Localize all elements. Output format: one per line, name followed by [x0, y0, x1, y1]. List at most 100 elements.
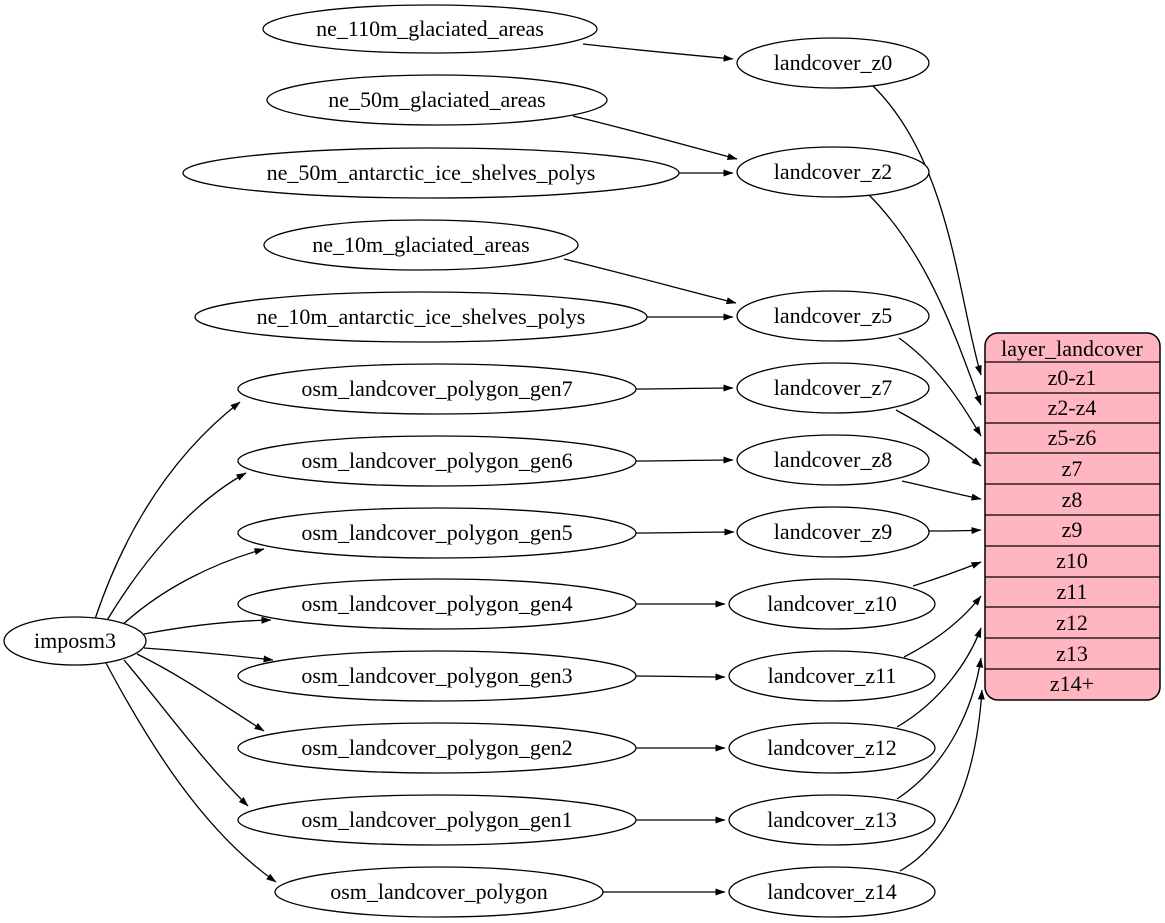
ne-10m-antarctic-ice-shelves-polys-label: ne_10m_antarctic_ice_shelves_polys [257, 304, 586, 329]
landcover-z2-label: landcover_z2 [774, 159, 893, 184]
node-osm-landcover-polygon-gen4: osm_landcover_polygon_gen4 [237, 578, 637, 630]
landcover-z0-ellipse [736, 37, 930, 89]
landcover-z7-label: landcover_z7 [774, 375, 893, 400]
osm-landcover-polygon-gen5-ellipse [237, 507, 637, 559]
layer-table-row-z13: z13 [1056, 641, 1088, 666]
landcover-z8-label: landcover_z8 [774, 447, 893, 472]
osm-landcover-polygon-gen1-ellipse [237, 794, 637, 846]
landcover-z13-ellipse [728, 794, 936, 846]
layer-table-row-z2-z4: z2-z4 [1048, 395, 1097, 420]
landcover-z10-ellipse [728, 578, 936, 630]
layer-table-row-z10: z10 [1056, 548, 1088, 573]
imposm3-label: imposm3 [34, 628, 116, 653]
node-landcover-z0: landcover_z0 [736, 37, 930, 89]
edge-ne50m-glac-to-z2 [572, 115, 738, 160]
edge-imposm3-to-gen3 [143, 647, 274, 663]
layer-landcover-table: layer_landcover z0-z1 z2-z4 z5-z6 z7 z8 … [984, 332, 1161, 701]
node-osm-landcover-polygon-gen1: osm_landcover_polygon_gen1 [237, 794, 637, 846]
ne-110m-glaciated-areas-label: ne_110m_glaciated_areas [316, 16, 544, 41]
ne-50m-glaciated-areas-label: ne_50m_glaciated_areas [328, 87, 545, 112]
osm-landcover-polygon-gen4-label: osm_landcover_polygon_gen4 [301, 591, 572, 616]
landcover-z12-label: landcover_z12 [767, 735, 897, 760]
edge-z10-to-row-z10 [912, 561, 982, 587]
ne-50m-antarctic-ice-shelves-polys-ellipse [182, 147, 680, 199]
osm-landcover-polygon-gen5-label: osm_landcover_polygon_gen5 [301, 520, 572, 545]
landcover-z2-ellipse [736, 146, 930, 198]
edge-z0-to-row-z0-z1 [871, 84, 982, 376]
ne-10m-antarctic-ice-shelves-polys-ellipse [194, 291, 648, 343]
node-landcover-z2: landcover_z2 [736, 146, 930, 198]
edge-imposm3-to-gen1 [123, 659, 249, 807]
node-landcover-z9: landcover_z9 [736, 506, 930, 558]
edge-imposm3-to-gen7 [94, 401, 241, 620]
edge-imposm3-to-gen6 [105, 472, 247, 623]
layer-table-header: layer_landcover [1001, 336, 1143, 361]
edge-gen3-to-z11 [635, 673, 726, 681]
node-ne-50m-glaciated-areas: ne_50m_glaciated_areas [266, 74, 608, 126]
landcover-z8-ellipse [736, 434, 930, 486]
node-landcover-z14: landcover_z14 [728, 866, 936, 918]
landcover-z11-ellipse [728, 650, 936, 702]
node-landcover-z11: landcover_z11 [728, 650, 936, 702]
edge-ne10m-glac-to-z5 [563, 258, 737, 305]
osm-landcover-polygon-gen7-label: osm_landcover_polygon_gen7 [301, 376, 572, 401]
node-ne-50m-antarctic-ice-shelves-polys: ne_50m_antarctic_ice_shelves_polys [182, 147, 680, 199]
landcover-z13-label: landcover_z13 [767, 807, 897, 832]
edge-z2-to-row-z2-z4 [866, 192, 982, 406]
layer-table-row-z12: z12 [1056, 610, 1088, 635]
node-osm-landcover-polygon-gen6: osm_landcover_polygon_gen6 [237, 435, 637, 487]
osm-landcover-polygon-gen2-ellipse [237, 722, 637, 774]
edge-z8-to-row-z8 [901, 480, 982, 501]
layer-table-row-z0-z1: z0-z1 [1048, 365, 1097, 390]
landcover-z11-label: landcover_z11 [768, 663, 897, 688]
edge-z13-to-row-z13 [896, 657, 984, 800]
node-landcover-z10: landcover_z10 [728, 578, 936, 630]
ne-10m-glaciated-areas-label: ne_10m_glaciated_areas [312, 232, 529, 257]
node-landcover-z12: landcover_z12 [728, 722, 936, 774]
edges-layer [94, 43, 985, 896]
landcover-z12-ellipse [728, 722, 936, 774]
landcover-z0-label: landcover_z0 [774, 50, 893, 75]
node-osm-landcover-polygon-gen7: osm_landcover_polygon_gen7 [237, 363, 637, 415]
landcover-z5-label: landcover_z5 [774, 303, 893, 328]
osm-landcover-polygon-gen3-ellipse [237, 650, 637, 702]
ne-50m-antarctic-ice-shelves-polys-label: ne_50m_antarctic_ice_shelves_polys [267, 160, 596, 185]
osm-landcover-polygon-gen4-ellipse [237, 578, 637, 630]
layer-table-row-z7: z7 [1062, 456, 1083, 481]
edge-imposm3-to-gen4 [143, 616, 272, 635]
osm-landcover-polygon-gen7-ellipse [237, 363, 637, 415]
ne-50m-glaciated-areas-ellipse [266, 74, 608, 126]
node-landcover-z8: landcover_z8 [736, 434, 930, 486]
landcover-z14-ellipse [728, 866, 936, 918]
node-osm-landcover-polygon-gen3: osm_landcover_polygon_gen3 [237, 650, 637, 702]
landcover-z9-label: landcover_z9 [774, 519, 893, 544]
edge-gen7-to-z7 [635, 384, 734, 392]
osm-landcover-polygon-gen3-label: osm_landcover_polygon_gen3 [301, 663, 572, 688]
edge-ne110m-to-z0 [582, 43, 734, 62]
node-osm-landcover-polygon-gen5: osm_landcover_polygon_gen5 [237, 507, 637, 559]
osm-landcover-polygon-gen1-label: osm_landcover_polygon_gen1 [301, 807, 572, 832]
layer-table-row-separators [985, 361, 1160, 670]
layer-table-row-z5-z6: z5-z6 [1048, 425, 1097, 450]
node-landcover-z5: landcover_z5 [736, 290, 930, 342]
landcover-z14-label: landcover_z14 [767, 879, 897, 904]
layer-table-row-z14plus: z14+ [1050, 671, 1094, 696]
node-ne-10m-glaciated-areas: ne_10m_glaciated_areas [263, 219, 579, 271]
osm-landcover-polygon-label: osm_landcover_polygon [330, 879, 548, 904]
node-imposm3: imposm3 [3, 616, 147, 666]
node-ne-110m-glaciated-areas: ne_110m_glaciated_areas [262, 4, 598, 54]
layer-table-row-z9: z9 [1062, 517, 1083, 542]
edge-imposm3-to-gen5 [119, 548, 265, 628]
edge-z9-to-row-z9 [928, 527, 982, 535]
edge-z7-to-row-z7 [895, 409, 982, 467]
node-osm-landcover-polygon: osm_landcover_polygon [274, 866, 604, 918]
edge-gen6-to-z8 [635, 456, 734, 464]
layer-table-row-z11: z11 [1057, 579, 1088, 604]
node-landcover-z13: landcover_z13 [728, 794, 936, 846]
ne-110m-glaciated-areas-ellipse [262, 4, 598, 54]
edge-imposm3-to-polygon [105, 662, 277, 883]
landcover-z5-ellipse [736, 290, 930, 342]
layer-table-row-z8: z8 [1062, 487, 1083, 512]
landcover-z10-label: landcover_z10 [767, 591, 897, 616]
